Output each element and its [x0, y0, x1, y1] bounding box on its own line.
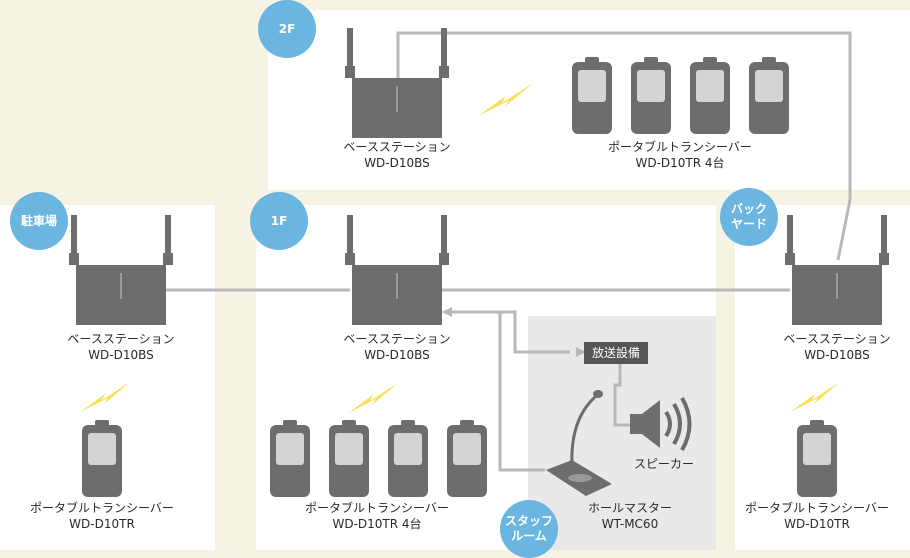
transceiver-2f-name: ポータブルトランシーバー — [608, 140, 752, 154]
floor-badge-staffroom: スタッフ ルーム — [500, 500, 558, 558]
transceiver-backyard-icon — [797, 420, 837, 497]
transceiver-2f-label: ポータブルトランシーバー WD-D10TR 4台 — [608, 139, 752, 171]
base-station-1f-label: ベースステーション WD-D10BS — [343, 331, 450, 363]
transceiver-2f-4-icon — [749, 57, 789, 134]
base-station-parking-name: ベースステーション — [67, 332, 175, 346]
floor-badge-parking: 駐車場 — [10, 192, 68, 250]
transceiver-2f-2-icon — [631, 57, 671, 134]
floor-badge-backyard: バック ヤード — [720, 188, 778, 246]
arrow-to-1f-bs — [442, 307, 452, 317]
transceiver-1f-4-icon — [447, 420, 487, 497]
base-station-1f-icon — [345, 215, 449, 325]
transceiver-backyard-label: ポータブルトランシーバー WD-D10TR — [745, 500, 889, 532]
base-station-backyard-label: ベースステーション WD-D10BS — [783, 331, 890, 363]
base-station-backyard-icon — [785, 215, 889, 325]
hall-master-label: ホールマスター WT-MC60 — [588, 500, 672, 532]
floor-badge-1f: 1F — [250, 192, 308, 250]
transceiver-parking-label: ポータブルトランシーバー WD-D10TR — [30, 500, 174, 532]
floor-badge-2f: 2F — [258, 0, 316, 58]
transceiver-1f-name: ポータブルトランシーバー — [305, 501, 449, 515]
hall-master-microphone-icon — [546, 390, 612, 496]
transceiver-2f-1-icon — [572, 57, 612, 134]
base-station-2f-model: WD-D10BS — [364, 156, 430, 170]
hall-master-name: ホールマスター — [587, 501, 673, 515]
transceiver-1f-3-icon — [388, 420, 428, 497]
cable-1f-hallmaster — [448, 310, 545, 472]
transceiver-1f-2-icon — [329, 420, 369, 497]
base-station-1f-model: WD-D10BS — [364, 348, 430, 362]
hall-master-model: WT-MC60 — [601, 517, 659, 531]
base-station-parking-label: ベースステーション WD-D10BS — [67, 331, 174, 363]
transceiver-1f-label: ポータブルトランシーバー WD-D10TR 4台 — [305, 500, 449, 532]
transceiver-2f-3-icon — [690, 57, 730, 134]
broadcast-equipment-label: 放送設備 — [584, 342, 649, 364]
base-station-2f-label: ベースステーション WD-D10BS — [343, 139, 450, 171]
base-station-parking-icon — [69, 215, 173, 325]
cable-2f-backyard — [396, 31, 852, 261]
base-station-backyard-name: ベースステーション — [783, 332, 891, 346]
transceiver-parking-name: ポータブルトランシーバー — [30, 501, 174, 515]
speaker-icon — [630, 397, 692, 451]
transceiver-1f-model: WD-D10TR 4台 — [332, 517, 422, 531]
lightning-1f-icon — [348, 383, 398, 413]
base-station-parking-model: WD-D10BS — [88, 348, 154, 362]
base-station-1f-name: ベースステーション — [343, 332, 451, 346]
transceiver-parking-model: WD-D10TR — [69, 517, 135, 531]
transceiver-backyard-model: WD-D10TR — [784, 517, 850, 531]
transceiver-parking-icon — [82, 420, 122, 497]
lightning-parking-icon — [80, 382, 130, 412]
base-station-backyard-model: WD-D10BS — [804, 348, 870, 362]
network-cables — [160, 31, 852, 472]
lightning-backyard-icon — [790, 382, 840, 412]
transceiver-backyard-name: ポータブルトランシーバー — [745, 501, 889, 515]
transceiver-1f-1-icon — [270, 420, 310, 497]
lightning-2f-icon — [478, 83, 533, 116]
base-station-2f-name: ベースステーション — [343, 140, 451, 154]
cable-1f-broadcast — [448, 310, 570, 354]
speaker-label: スピーカー — [633, 457, 695, 471]
arrow-to-broadcast — [576, 347, 586, 357]
transceiver-2f-model: WD-D10TR 4台 — [635, 156, 725, 170]
cable-broadcast-speaker — [613, 362, 630, 427]
